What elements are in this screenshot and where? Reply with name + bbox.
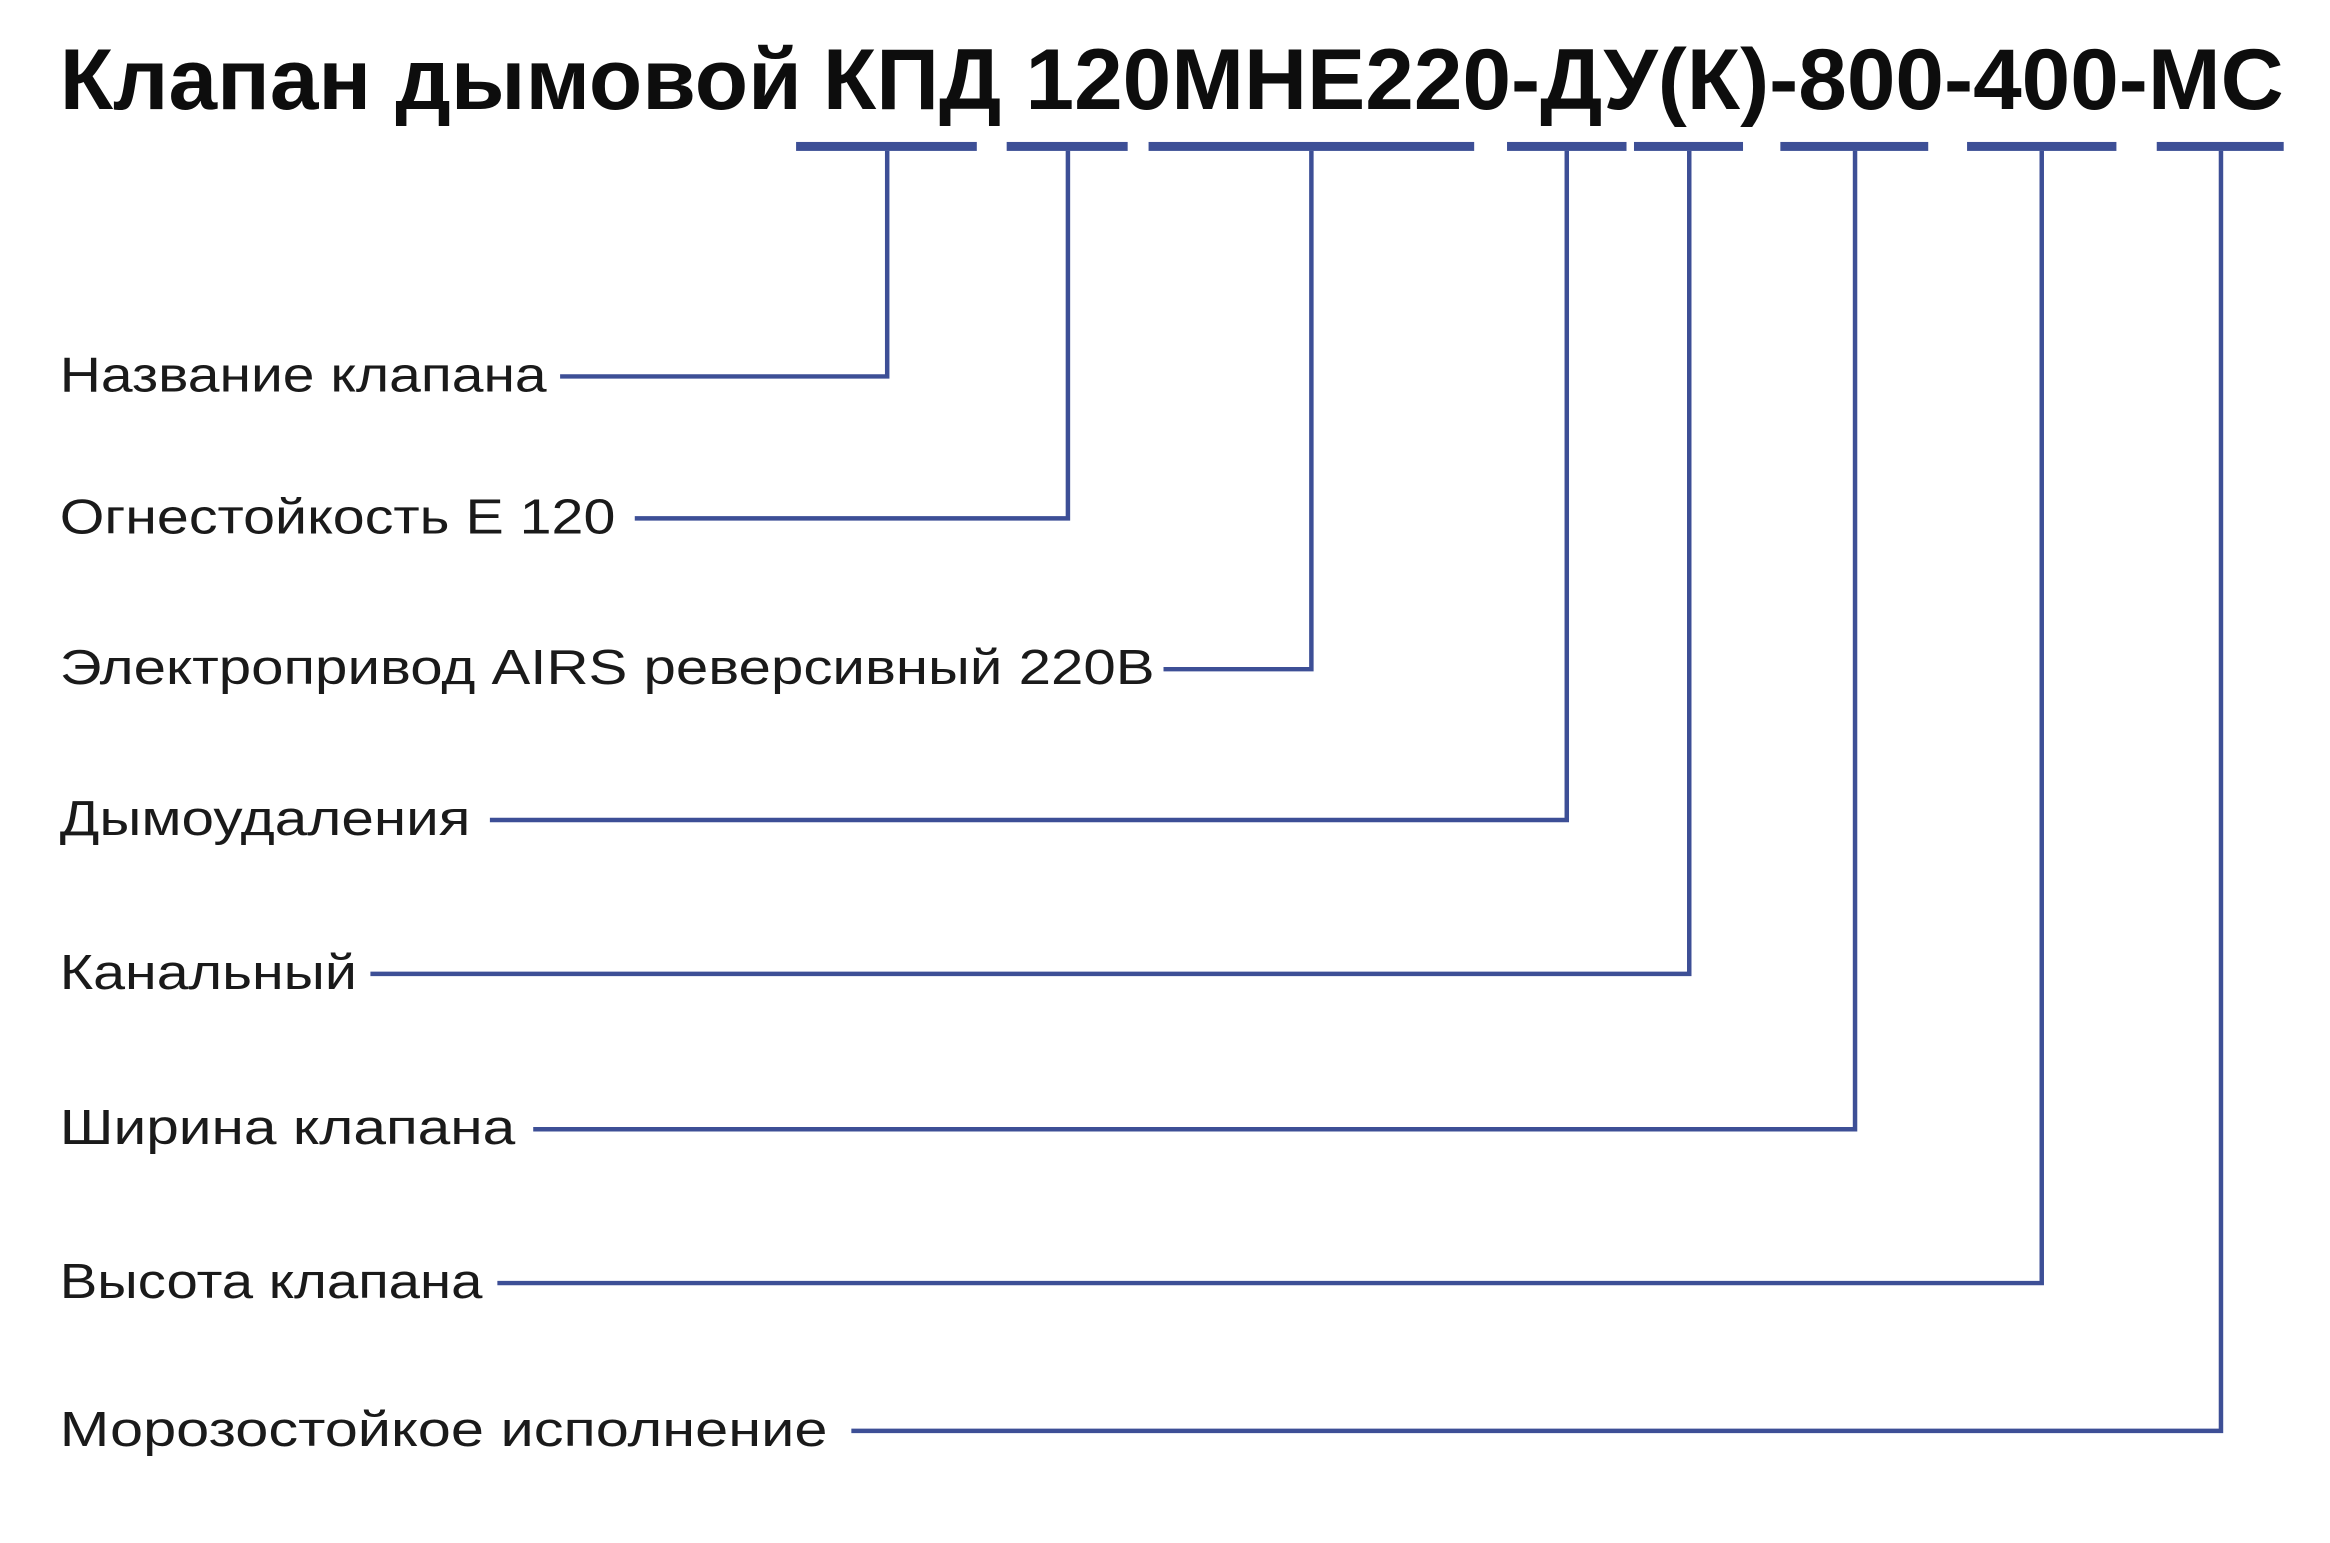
segment-underline [1148, 141, 1475, 151]
leader-line [497, 150, 2044, 1286]
leader-line [1163, 150, 1314, 672]
title-code: КПД 120МНЕ220-ДУ(К)-800-400-МС [823, 32, 2284, 128]
segment-label: Электропривод AIRS реверсивный 220В [60, 640, 1155, 695]
segment-underline [2156, 141, 2284, 151]
segment-underline [1006, 141, 1128, 151]
segment-label: Дымоудаления [60, 791, 471, 846]
segment-label: Название клапана [60, 347, 548, 402]
segment-underline [1633, 141, 1744, 151]
leader-line [533, 150, 1858, 1132]
leader-line [851, 150, 2224, 1434]
leader-line [489, 150, 1570, 823]
title-prefix: Клапан дымовой [60, 32, 802, 128]
segment-label: Морозостойкое исполнение [60, 1402, 828, 1457]
segment-underline [796, 141, 977, 151]
leader-line [560, 150, 890, 379]
leader-line [634, 150, 1071, 521]
leader-line [370, 150, 1692, 977]
segment-label: Канальный [60, 945, 357, 1000]
segment-label: Огнестойкость Е 120 [60, 489, 616, 544]
segment-underline [1967, 141, 2117, 151]
segment-label: Высота клапана [60, 1254, 483, 1309]
segment-underline [1507, 141, 1627, 151]
segment-label: Ширина клапана [60, 1100, 516, 1155]
segment-underline [1780, 141, 1929, 151]
